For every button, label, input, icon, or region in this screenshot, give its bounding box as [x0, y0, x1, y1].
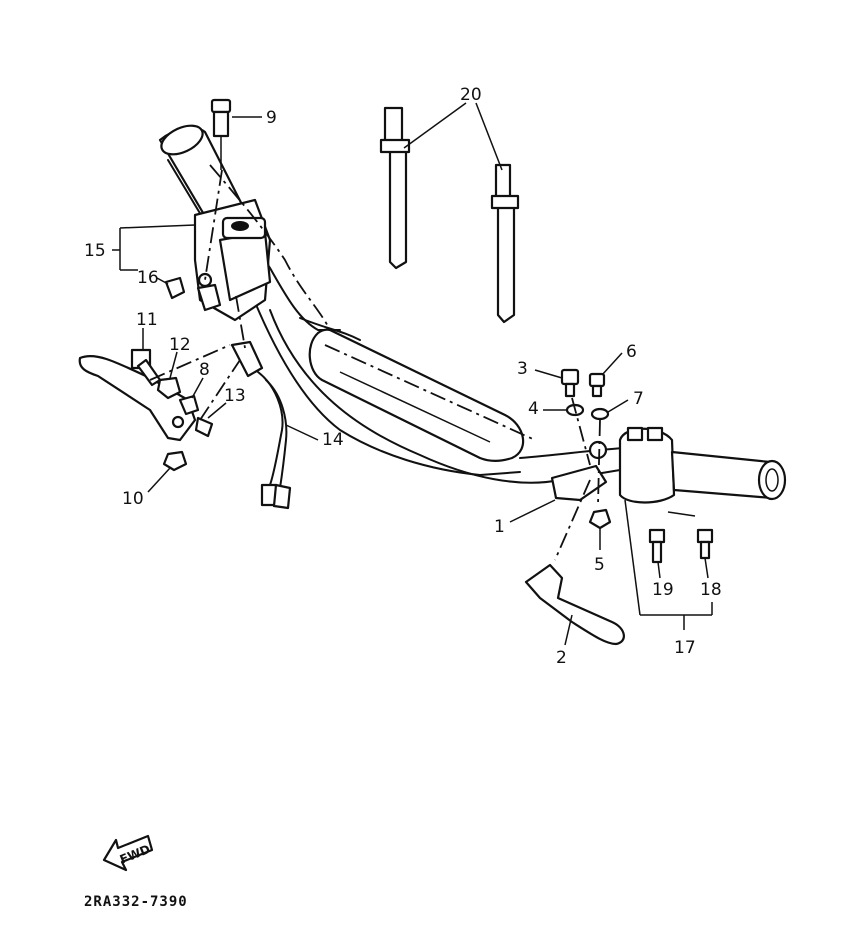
callout-14: 14: [322, 430, 344, 450]
leader-lines: [112, 102, 713, 646]
part-14-switch-wire: [230, 340, 292, 510]
callout-8: 8: [199, 360, 210, 380]
callout-9: 9: [266, 108, 277, 128]
part-11-bolt: [130, 348, 162, 387]
callout-10: 10: [122, 489, 144, 509]
callout-2: 2: [556, 648, 567, 668]
callout-12: 12: [169, 335, 191, 355]
part-6-bolt: [588, 372, 606, 398]
callout-7: 7: [633, 389, 644, 409]
callout-18: 18: [700, 580, 722, 600]
clutch-lever-right: [524, 563, 625, 646]
callout-16: 16: [137, 268, 159, 288]
drawing-code: 2RA332-7390: [84, 894, 188, 910]
callout-13: 13: [224, 386, 246, 406]
brake-lever-left: [78, 354, 197, 442]
callout-labels: 9 20 15 16 11 12 8 13 14 10 3 6 4 7 1 5 …: [84, 85, 722, 668]
callout-5: 5: [594, 555, 605, 575]
callout-19: 19: [652, 580, 674, 600]
callout-20: 20: [460, 85, 482, 105]
left-switch-assembly: [193, 198, 272, 322]
fwd-arrow-icon: FWD: [102, 834, 154, 872]
part-12-nut: [156, 376, 182, 400]
callout-6: 6: [626, 342, 637, 362]
part-19-screw: [648, 528, 666, 564]
callout-4: 4: [528, 399, 539, 419]
part-5-nut: [588, 508, 612, 530]
part-16-screw: [164, 276, 186, 300]
part-13-adjuster: [194, 416, 214, 438]
part-7-washer: [590, 407, 610, 421]
part-9-bolt: [210, 98, 232, 170]
callout-15: 15: [84, 241, 106, 261]
callout-3: 3: [517, 359, 528, 379]
callout-1: 1: [494, 517, 505, 537]
right-throttle-housing: [618, 426, 676, 504]
cable-straps: [379, 106, 520, 324]
callout-11: 11: [136, 310, 158, 330]
assembly-lines: [149, 164, 601, 561]
part-18-screw: [696, 528, 714, 560]
callout-17: 17: [674, 638, 696, 658]
part-3-bolt: [560, 368, 580, 398]
right-grip: [670, 450, 787, 501]
part-8-collar: [178, 394, 200, 416]
right-lever-bracket: [550, 440, 608, 502]
part-10-nut: [162, 450, 188, 472]
